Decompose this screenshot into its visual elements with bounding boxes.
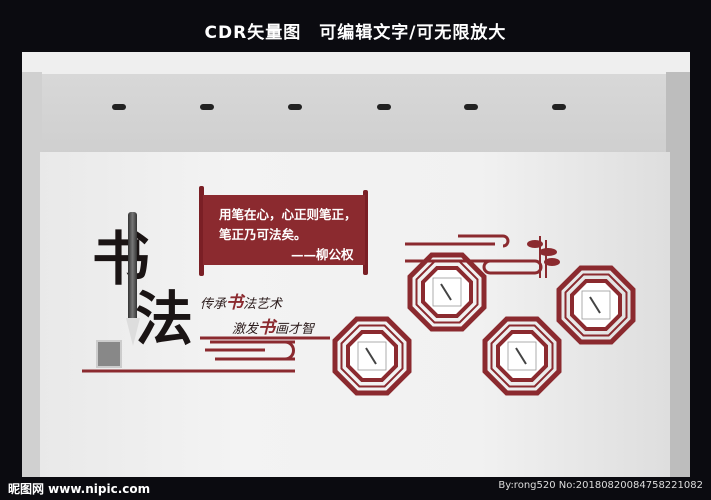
scroll-rod-left — [199, 186, 204, 276]
spotlight-icon — [112, 104, 126, 110]
octagon-window — [332, 316, 412, 396]
spotlight-icon — [552, 104, 566, 110]
calligraphy-card — [357, 341, 387, 371]
calligraphy-char: 法 — [135, 285, 194, 353]
quote-line: 笔正乃可法矣。 — [219, 227, 307, 242]
seal-icon — [96, 340, 122, 368]
spotlight-icon — [200, 104, 214, 110]
scroll-rod-right — [363, 190, 368, 275]
bamboo-icon — [527, 236, 560, 278]
calligraphy-card — [581, 290, 611, 320]
quote-line: 用笔在心，心正则笔正， — [219, 207, 357, 222]
page-title: CDR矢量图 可编辑文字/可无限放大 — [204, 23, 507, 43]
calligraphy-char: 书 — [92, 225, 151, 293]
brush-stroke — [515, 347, 527, 365]
slogan-line: 传承书法艺术 — [200, 293, 283, 313]
cloud-scroll — [205, 340, 295, 361]
quote-author: ——柳公权 — [291, 247, 354, 262]
calligraphy-card — [432, 277, 462, 307]
brush-tip — [126, 318, 140, 346]
right-wall — [666, 72, 690, 477]
watermark-site: 昵图网 www.nipic.com — [8, 482, 151, 496]
spotlight-icon — [464, 104, 478, 110]
quote-scroll: 用笔在心，心正则笔正， 笔正乃可法矣。 ——柳公权 — [203, 195, 365, 265]
brush-stroke — [440, 283, 452, 301]
brush-icon — [128, 212, 137, 322]
brush-stroke — [589, 296, 601, 314]
octagon-window — [482, 316, 562, 396]
left-wall — [22, 72, 42, 477]
brush-stroke — [365, 347, 377, 365]
slogan-line: 激发书画才智 — [232, 318, 315, 338]
ceiling-light-panel — [22, 52, 690, 74]
ceiling — [22, 74, 690, 154]
watermark-id: By:rong520 No:20180820084758221082 — [498, 480, 703, 491]
calligraphy-card — [507, 341, 537, 371]
spotlight-icon — [377, 104, 391, 110]
octagon-window — [407, 252, 487, 332]
cloud-scroll — [405, 234, 543, 275]
octagon-window — [556, 265, 636, 345]
spotlight-icon — [288, 104, 302, 110]
